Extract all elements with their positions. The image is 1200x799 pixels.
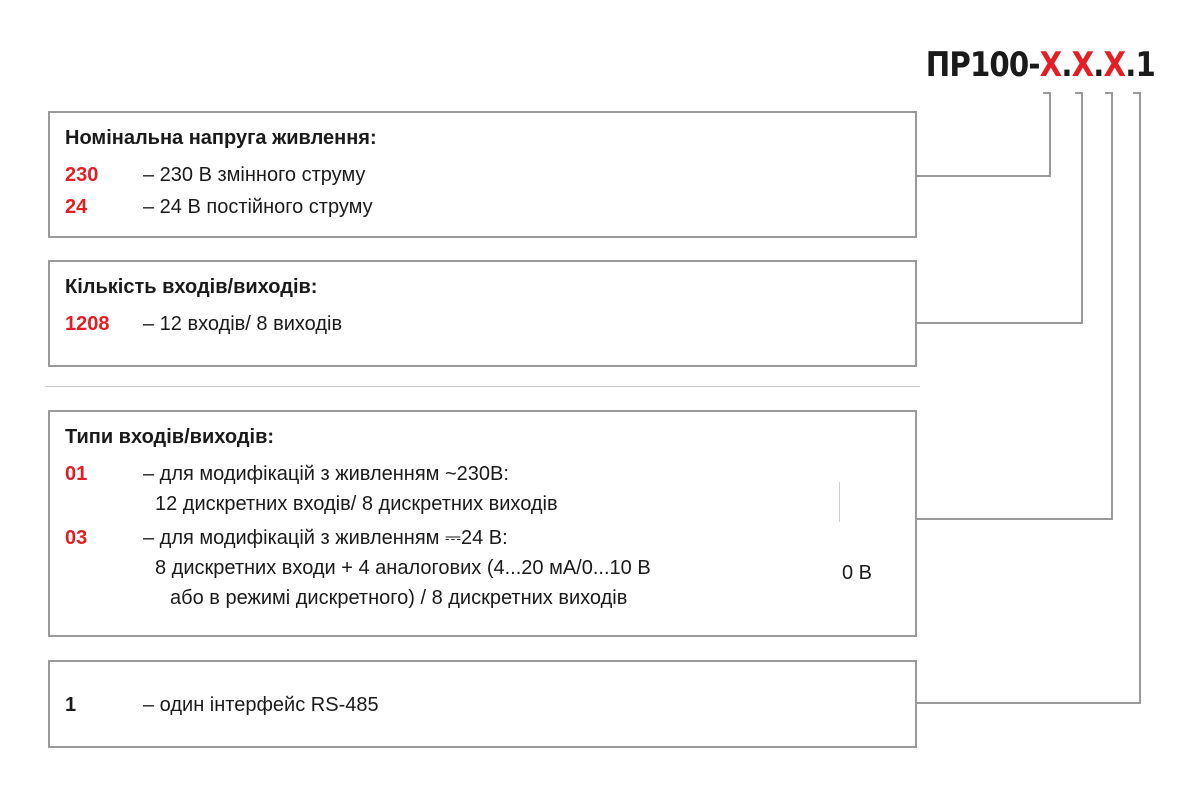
io-types-option: 01 – для модифікацій з живленням ~230В: bbox=[65, 459, 915, 489]
io-types-option-cont: або в режимі дискретного) / 8 дискретних… bbox=[65, 583, 915, 613]
io-types-option-line2: 8 дискретних входи + 4 аналогових (4...2… bbox=[155, 557, 651, 579]
voltage-option-desc: – 24 В постійного струму bbox=[143, 196, 373, 218]
code-dot2: . bbox=[1093, 45, 1104, 85]
io-types-option-line2: 12 дискретних входів/ 8 дискретних виход… bbox=[155, 493, 558, 515]
connector-io-count bbox=[917, 92, 1083, 324]
voltage-box: Номінальна напруга живлення: 230 – 230 В… bbox=[48, 111, 917, 238]
stray-tick bbox=[839, 482, 840, 522]
voltage-option-value: 230 bbox=[65, 164, 99, 186]
io-count-option: 1208 – 12 входів/ 8 виходів bbox=[65, 309, 915, 341]
voltage-option: 230 – 230 В змінного струму bbox=[65, 160, 915, 192]
voltage-option-value: 24 bbox=[65, 196, 88, 218]
connector-voltage bbox=[917, 92, 1051, 177]
code-x3: Х bbox=[1103, 45, 1127, 85]
interface-option: 1 – один інтерфейс RS-485 bbox=[65, 690, 915, 722]
interface-option-value: 1 bbox=[65, 694, 77, 716]
io-types-option-value: 03 bbox=[65, 527, 88, 549]
io-count-box: Кількість входів/виходів: 1208 – 12 вход… bbox=[48, 260, 917, 367]
code-x1: Х bbox=[1039, 45, 1063, 85]
io-types-box: Типи входів/виходів: 01 – для модифікаці… bbox=[48, 410, 917, 637]
connector-io-types bbox=[917, 92, 1113, 520]
voltage-title: Номінальна напруга живлення: bbox=[65, 127, 377, 149]
io-types-option-line1: – для модифікацій з живленням ~230В: bbox=[143, 463, 509, 485]
stray-text: 0 В bbox=[842, 562, 873, 584]
io-types-option: 03 – для модифікацій з живленням ⎓24 В: bbox=[65, 523, 915, 553]
io-types-title: Типи входів/виходів: bbox=[65, 426, 275, 448]
io-types-option-value: 01 bbox=[65, 463, 88, 485]
io-types-option-cont: 8 дискретних входи + 4 аналогових (4...2… bbox=[65, 553, 915, 583]
code-last: 1 bbox=[1135, 45, 1156, 85]
io-types-option-line3: або в режимі дискретного) / 8 дискретних… bbox=[170, 587, 628, 609]
connector-interface bbox=[917, 92, 1141, 704]
io-count-title: Кількість входів/виходів: bbox=[65, 276, 318, 298]
separator-line bbox=[45, 386, 920, 387]
code-dot1: . bbox=[1061, 45, 1072, 85]
io-types-option-line1: – для модифікацій з живленням ⎓24 В: bbox=[143, 527, 508, 549]
interface-box: 1 – один інтерфейс RS-485 bbox=[48, 660, 917, 748]
voltage-option-desc: – 230 В змінного струму bbox=[143, 164, 366, 186]
io-count-option-value: 1208 bbox=[65, 313, 110, 335]
code-dot3: . bbox=[1125, 45, 1136, 85]
io-count-option-desc: – 12 входів/ 8 виходів bbox=[143, 313, 343, 335]
voltage-option: 24 – 24 В постійного струму bbox=[65, 192, 915, 224]
product-code: ПР100-Х.Х.Х.1 bbox=[926, 40, 1156, 90]
code-prefix: ПР100- bbox=[925, 45, 1041, 85]
interface-option-desc: – один інтерфейс RS-485 bbox=[143, 694, 379, 716]
io-types-option-cont: 12 дискретних входів/ 8 дискретних виход… bbox=[65, 489, 915, 523]
code-x2: Х bbox=[1071, 45, 1095, 85]
